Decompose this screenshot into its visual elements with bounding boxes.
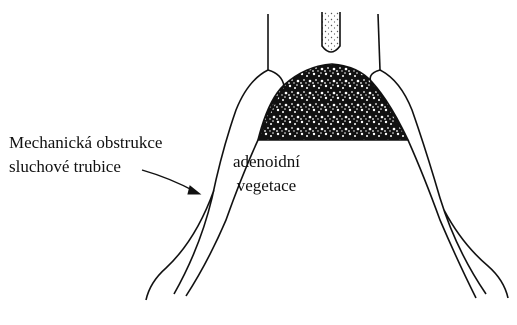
probe-tip	[322, 12, 340, 52]
right-upper-wall	[378, 14, 380, 70]
right-outer-contour	[444, 210, 508, 298]
adenoid-label-line1: adenoidní	[0, 150, 517, 174]
adenoid-label-line2: vegetace	[0, 174, 517, 198]
